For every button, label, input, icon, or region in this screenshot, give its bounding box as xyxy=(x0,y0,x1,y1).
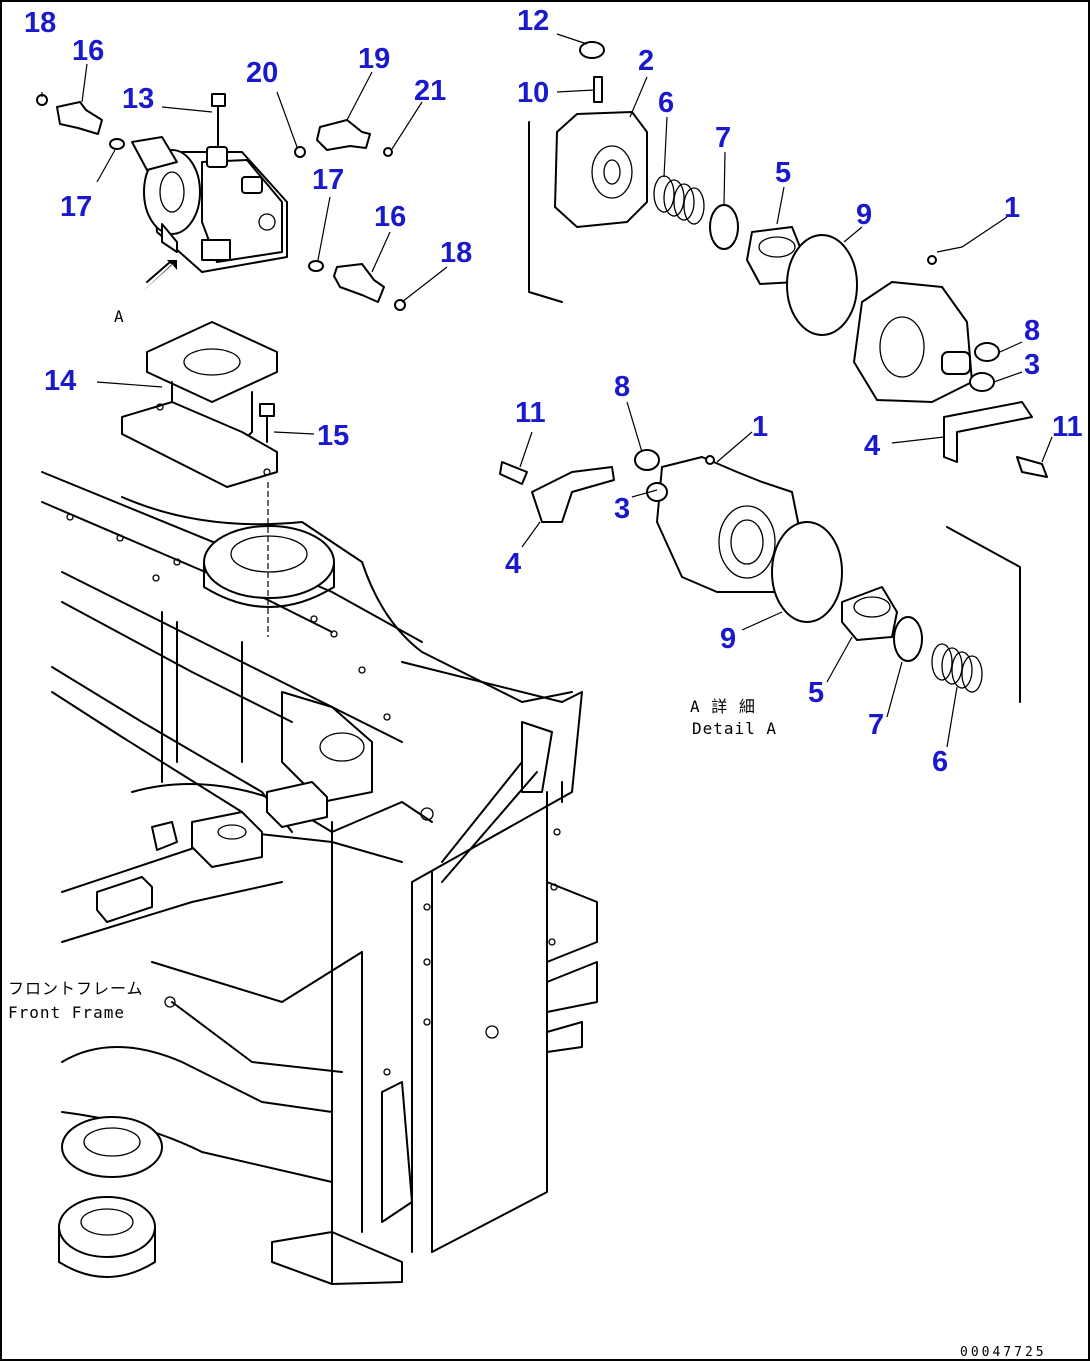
callout-18: 18 xyxy=(440,237,472,269)
callout-19: 19 xyxy=(358,43,390,75)
callout-8: 8 xyxy=(614,371,630,403)
callout-1: 1 xyxy=(752,411,768,443)
view-marker-label: A xyxy=(114,307,125,326)
callout-7: 7 xyxy=(715,122,731,154)
callout-18: 18 xyxy=(24,7,56,39)
callout-labels: 18 16 13 20 19 21 17 17 16 18 14 15 12 1… xyxy=(24,5,1083,778)
callout-9: 9 xyxy=(856,199,872,231)
callout-17: 17 xyxy=(312,164,344,196)
captions: A A 詳 細 Detail A フロントフレーム Front Frame 00… xyxy=(8,307,1047,1360)
callout-1: 1 xyxy=(1004,192,1020,224)
callout-16: 16 xyxy=(374,201,406,233)
frame-caption-en: Front Frame xyxy=(8,1003,125,1022)
callout-9: 9 xyxy=(720,623,736,655)
leader-lines xyxy=(41,33,1053,748)
callout-5: 5 xyxy=(808,677,824,709)
callout-4: 4 xyxy=(864,430,880,462)
frame-caption-jp: フロントフレーム xyxy=(8,979,144,998)
callout-10: 10 xyxy=(517,77,549,109)
detail-caption-jp: A 詳 細 xyxy=(690,697,756,716)
callout-3: 3 xyxy=(614,493,630,525)
callout-11: 11 xyxy=(515,397,546,429)
callout-7: 7 xyxy=(868,709,884,741)
callout-4: 4 xyxy=(505,548,521,580)
drawing-number: 00047725 xyxy=(960,1345,1047,1360)
callout-2: 2 xyxy=(638,45,654,77)
detail-caption-en: Detail A xyxy=(692,719,777,738)
callout-17: 17 xyxy=(60,191,92,223)
callout-15: 15 xyxy=(317,420,349,452)
callout-14: 14 xyxy=(44,365,76,397)
callout-12: 12 xyxy=(517,5,549,37)
callout-11: 11 xyxy=(1052,411,1083,443)
callout-3: 3 xyxy=(1024,349,1040,381)
callout-13: 13 xyxy=(122,83,154,115)
callout-21: 21 xyxy=(414,75,446,107)
riser-bracket xyxy=(121,321,278,488)
callout-6: 6 xyxy=(658,87,674,119)
callout-16: 16 xyxy=(72,35,104,67)
callout-8: 8 xyxy=(1024,315,1040,347)
valve-fittings xyxy=(36,93,406,311)
callout-20: 20 xyxy=(246,57,278,89)
callout-5: 5 xyxy=(775,157,791,189)
callout-6: 6 xyxy=(932,746,948,778)
detail-a xyxy=(499,41,1048,703)
front-frame xyxy=(41,471,598,1285)
valve-assembly xyxy=(131,101,288,273)
